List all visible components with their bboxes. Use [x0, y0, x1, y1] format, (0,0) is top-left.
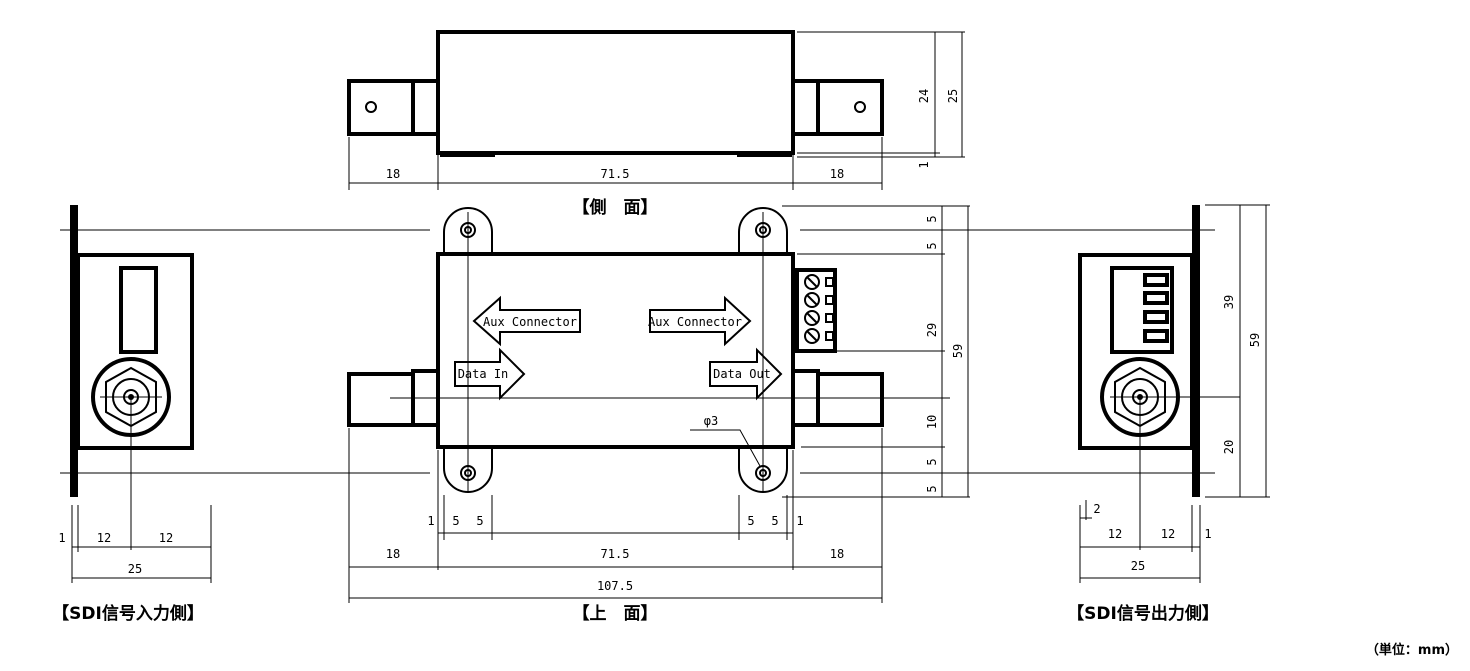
side-view-bnc-neck-left — [411, 79, 440, 136]
dim-top-right-59: 59 — [951, 344, 965, 358]
units-label: （単位：mm） — [1366, 642, 1458, 658]
dim-top-right-5d: 5 — [925, 485, 939, 492]
top-view-center-lines — [390, 212, 950, 492]
side-view-bnc-hole-left — [365, 101, 377, 113]
top-view-body — [436, 252, 795, 449]
dim-top-bottom-18a: 18 — [386, 547, 400, 561]
aux-connector-right-label: Aux Connector — [648, 315, 742, 329]
dim-top-bottom-18b: 18 — [830, 547, 844, 561]
dim-top-bottom-71-5: 71.5 — [601, 547, 630, 561]
side-view-foot-left — [440, 151, 495, 157]
side-view-bnc-neck-right — [791, 79, 820, 136]
output-side-terminal-block — [1110, 266, 1174, 354]
data-out-label: Data Out — [713, 367, 771, 381]
top-view-title: 【上 面】 — [573, 603, 658, 624]
dim-top-right-10: 10 — [925, 415, 939, 429]
hole-diameter-label: φ3 — [704, 414, 718, 428]
top-view-bottom-dimension-lines — [348, 428, 883, 603]
dim-output-1: 1 — [1204, 527, 1211, 541]
top-view-bnc-right — [816, 372, 884, 427]
mount-tab-top-left — [443, 207, 493, 254]
side-view — [347, 30, 965, 190]
dim-output-25: 25 — [1131, 559, 1145, 573]
dim-top-right-5a: 5 — [925, 215, 939, 222]
side-view-title: 【側 面】 — [573, 197, 658, 218]
dim-output-39: 39 — [1222, 295, 1236, 309]
side-view-bnc-left — [347, 79, 415, 136]
dim-top-bottom-1a: 1 — [427, 514, 434, 528]
side-view-bnc-right — [816, 79, 884, 136]
input-side-lines — [60, 229, 430, 583]
mount-tab-top-right — [738, 207, 788, 254]
dim-top-right-5b: 5 — [925, 242, 939, 249]
data-in-arrow — [454, 347, 526, 401]
aux-connector-left-arrow — [472, 295, 581, 347]
dim-output-2: 2 — [1093, 502, 1100, 516]
output-side-panel — [1192, 205, 1200, 497]
aux-terminal-block — [795, 268, 837, 353]
dim-input-25: 25 — [128, 562, 142, 576]
dim-top-bottom-1b: 1 — [796, 514, 803, 528]
dim-side-right: 18 — [830, 167, 844, 181]
dim-top-total: 107.5 — [597, 579, 633, 593]
input-side-body — [76, 253, 194, 450]
side-view-bnc-hole-right — [854, 101, 866, 113]
input-side-aux-slot — [119, 266, 158, 354]
dim-output-59: 59 — [1248, 333, 1262, 347]
dim-input-12a: 12 — [97, 531, 111, 545]
input-side-title: 【SDI信号入力側】 — [52, 603, 204, 624]
top-view-bnc-left — [347, 372, 415, 427]
dim-output-12b: 12 — [1161, 527, 1175, 541]
dim-input-12b: 12 — [159, 531, 173, 545]
dim-output-12a: 12 — [1108, 527, 1122, 541]
output-side-title: 【SDI信号出力側】 — [1067, 603, 1219, 624]
data-out-arrow — [709, 347, 783, 401]
output-side-lines — [800, 204, 1270, 583]
aux-connector-left-label: Aux Connector — [483, 315, 577, 329]
output-side-view — [800, 204, 1270, 583]
input-side-panel — [70, 205, 78, 497]
output-side-terminals — [1143, 273, 1169, 343]
aux-terminal-screws — [804, 274, 834, 344]
dim-side-height-1: 1 — [917, 161, 931, 168]
input-side-view — [60, 205, 430, 583]
side-view-foot-right — [737, 151, 792, 157]
data-in-label: Data In — [458, 367, 509, 381]
aux-connector-right-arrow — [649, 295, 752, 347]
side-view-body — [436, 30, 795, 155]
dim-side-left: 18 — [386, 167, 400, 181]
dim-top-bottom-5b: 5 — [476, 514, 483, 528]
dim-top-bottom-5a: 5 — [452, 514, 459, 528]
dim-top-bottom-5c: 5 — [747, 514, 754, 528]
top-view — [347, 205, 970, 603]
hole-leader-line — [690, 429, 761, 467]
dim-top-bottom-5d: 5 — [771, 514, 778, 528]
dim-top-right-29: 29 — [925, 323, 939, 337]
top-view-right-dimension-lines — [782, 205, 970, 498]
output-side-body — [1078, 253, 1194, 450]
dim-side-height-25: 25 — [946, 89, 960, 103]
dim-top-right-5c: 5 — [925, 458, 939, 465]
dim-side-height-24: 24 — [917, 89, 931, 103]
side-view-right-dimension-lines — [797, 31, 965, 158]
side-view-bottom-dimension-lines — [348, 137, 883, 190]
dim-input-1: 1 — [58, 531, 65, 545]
dim-side-body: 71.5 — [601, 167, 630, 181]
dim-output-20: 20 — [1222, 440, 1236, 454]
